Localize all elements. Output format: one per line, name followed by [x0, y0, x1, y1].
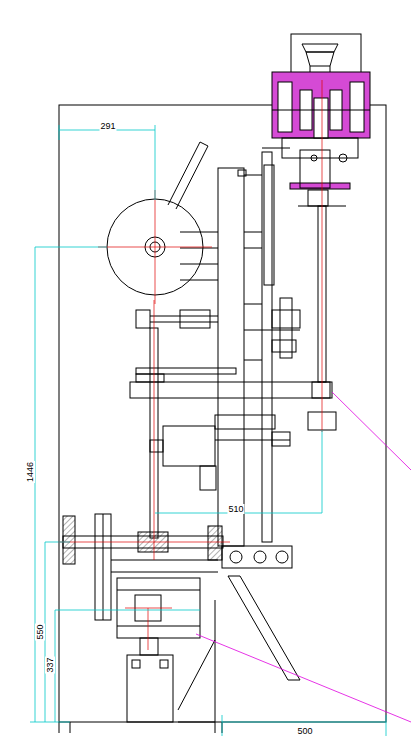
dimension-label: 510 — [227, 504, 244, 514]
dimension-label: 550 — [35, 623, 45, 640]
dimension-label: 291 — [99, 121, 116, 131]
dimension-label: 1446 — [25, 461, 35, 483]
dimension-label: 500 — [296, 726, 313, 736]
dimension-label: 337 — [45, 656, 55, 673]
